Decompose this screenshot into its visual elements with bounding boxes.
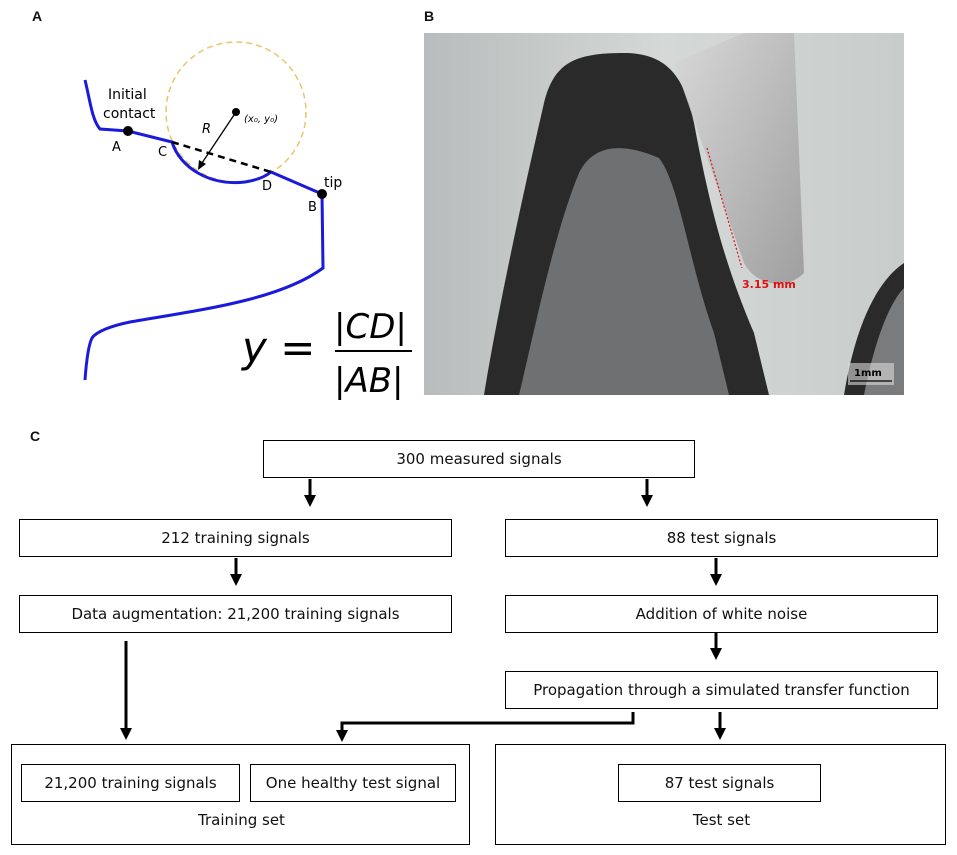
panel-label-c: C bbox=[30, 428, 41, 444]
white-noise-box: Addition of white noise bbox=[505, 595, 938, 633]
formula-numerator: |CD| bbox=[334, 307, 407, 347]
radius-label: R bbox=[202, 122, 211, 137]
point-d-label: D bbox=[262, 179, 272, 194]
panel-label-a: A bbox=[32, 8, 43, 24]
tooth-schematic: Initial contact A C D B R (x₀, y₀) tip y… bbox=[83, 41, 412, 401]
center-point bbox=[232, 108, 240, 116]
training-signals-21200-box: 21,200 training signals bbox=[21, 764, 240, 802]
contact-circle bbox=[165, 41, 307, 183]
center-label: (x₀, y₀) bbox=[244, 114, 278, 125]
scale-bar-box bbox=[848, 363, 894, 385]
point-c-label: C bbox=[158, 145, 167, 160]
initial-label-line2: contact bbox=[103, 106, 156, 122]
mating-tooth bbox=[674, 33, 804, 284]
chord-cd bbox=[171, 140, 272, 174]
formula-lhs: y = bbox=[240, 323, 315, 372]
point-a-marker bbox=[123, 126, 133, 136]
gear-photo: 3.15 mm 1mm bbox=[424, 33, 904, 395]
test-set-label: Test set bbox=[692, 811, 751, 829]
test-set-group: 87 test signals Test set bbox=[495, 744, 946, 845]
measured-signals-box: 300 measured signals bbox=[263, 440, 695, 478]
formula-denominator: |AB| bbox=[334, 361, 404, 401]
point-a-label: A bbox=[112, 140, 121, 155]
panel-label-b: B bbox=[424, 8, 435, 24]
measurement-label: 3.15 mm bbox=[742, 278, 796, 291]
test-signals-box: 88 test signals bbox=[505, 519, 938, 557]
initial-label-line1: Initial bbox=[108, 87, 147, 103]
gear-tooth-face bbox=[519, 148, 729, 395]
training-set-group: 21,200 training signals One healthy test… bbox=[11, 744, 470, 845]
scale-bar-label: 1mm bbox=[854, 368, 882, 379]
radius-arrowhead bbox=[198, 160, 206, 170]
measurement-line bbox=[706, 147, 743, 269]
training-signals-box: 212 training signals bbox=[19, 519, 452, 557]
point-b-marker bbox=[317, 189, 327, 199]
tip-label: tip bbox=[324, 175, 342, 191]
point-b-label: B bbox=[308, 200, 317, 215]
augmentation-box: Data augmentation: 21,200 training signa… bbox=[19, 595, 452, 633]
test-signals-87-box: 87 test signals bbox=[618, 764, 821, 802]
radius-arrow bbox=[199, 111, 237, 167]
healthy-test-signal-box: One healthy test signal bbox=[250, 764, 456, 802]
training-set-label: Training set bbox=[198, 811, 285, 829]
propagation-box: Propagation through a simulated transfer… bbox=[505, 671, 938, 709]
